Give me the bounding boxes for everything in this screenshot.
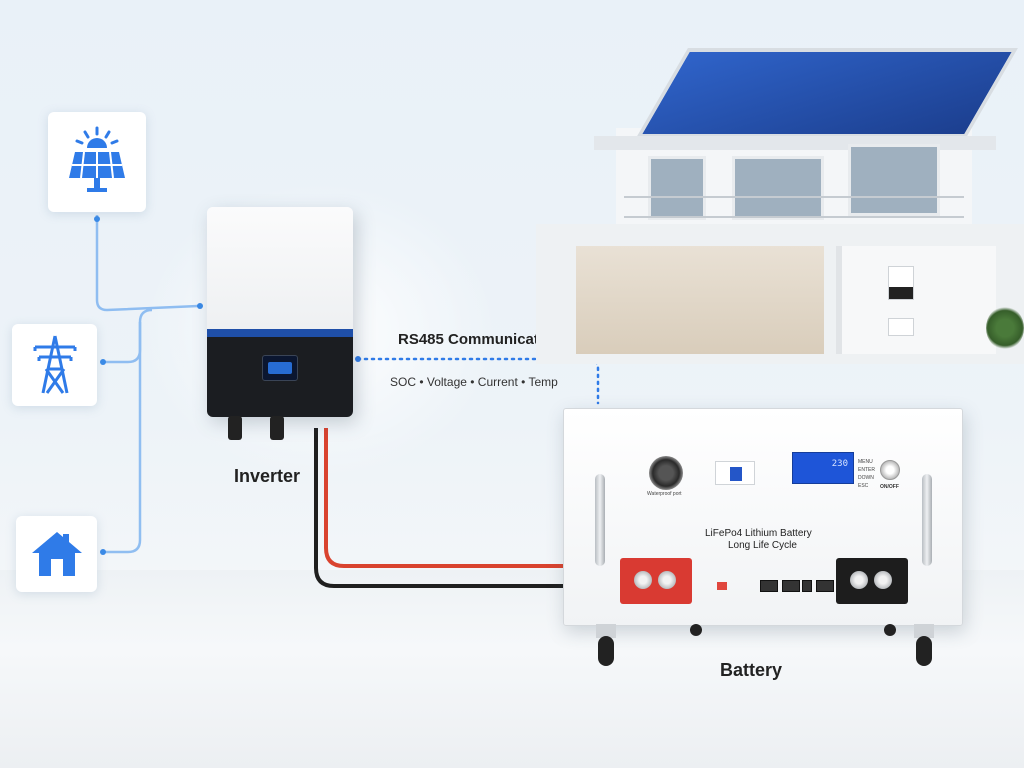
battery-buttons: MENU ENTER DOWN ESC xyxy=(858,458,875,490)
battery-lcd: 230 xyxy=(792,452,854,484)
home-line xyxy=(103,322,142,554)
power-switch-label: ON/OFF xyxy=(880,484,899,490)
power-switch[interactable] xyxy=(880,460,900,480)
wheel xyxy=(912,624,936,666)
battery-foot xyxy=(884,624,896,636)
inverter-top-panel xyxy=(207,207,353,329)
battery-panel-line2: Long Life Cycle xyxy=(728,540,797,551)
inverter-display xyxy=(262,355,298,381)
wheel xyxy=(594,624,618,666)
battery-foot xyxy=(690,624,702,636)
house-inverter xyxy=(888,266,914,300)
house-illustration xyxy=(536,28,1024,364)
solar-panel-icon xyxy=(69,126,125,192)
battery-panel-line1: LiFePo4 Lithium Battery xyxy=(705,528,812,539)
rs485-port xyxy=(816,580,834,592)
solar-panel-card xyxy=(48,112,146,212)
inverter-stripe xyxy=(207,329,353,337)
roof-solar-array xyxy=(636,48,1018,138)
grid-card xyxy=(12,324,97,406)
home-card xyxy=(16,516,97,592)
rj45-port xyxy=(760,580,778,592)
inverter-connector xyxy=(270,416,284,440)
battery-label: Battery xyxy=(720,660,783,680)
rs485-subtitle: SOC • Voltage • Current • Temp xyxy=(390,375,558,389)
enter-button[interactable]: ENTER xyxy=(858,467,875,473)
positive-terminal xyxy=(620,558,692,604)
menu-button[interactable]: MENU xyxy=(858,459,873,465)
plant xyxy=(986,306,1024,350)
inverter-connector xyxy=(228,416,242,440)
inverter-label: Inverter xyxy=(234,466,301,486)
battery-indicator xyxy=(715,461,755,485)
rj45-port xyxy=(782,580,800,592)
house-battery xyxy=(888,318,914,336)
waterproof-port xyxy=(649,456,683,490)
negative-terminal xyxy=(836,558,908,604)
window xyxy=(732,156,824,220)
living-room xyxy=(576,246,824,354)
battery-handle xyxy=(595,474,605,566)
battery-handle xyxy=(922,474,932,566)
house-icon xyxy=(31,532,82,576)
dip-switch[interactable] xyxy=(717,582,727,590)
rs232-port xyxy=(802,580,812,592)
down-button[interactable]: DOWN xyxy=(858,475,874,481)
lcd-value: 230 xyxy=(831,459,848,469)
balcony-rail xyxy=(624,196,964,218)
garage xyxy=(836,246,996,354)
port-label: Waterproof port xyxy=(647,491,682,497)
inverter-unit xyxy=(207,207,353,417)
rs485-title: RS485 Communication xyxy=(398,331,562,348)
esc-button[interactable]: ESC xyxy=(858,483,869,489)
window xyxy=(848,144,940,216)
window xyxy=(648,156,706,220)
power-tower-icon xyxy=(33,335,76,394)
